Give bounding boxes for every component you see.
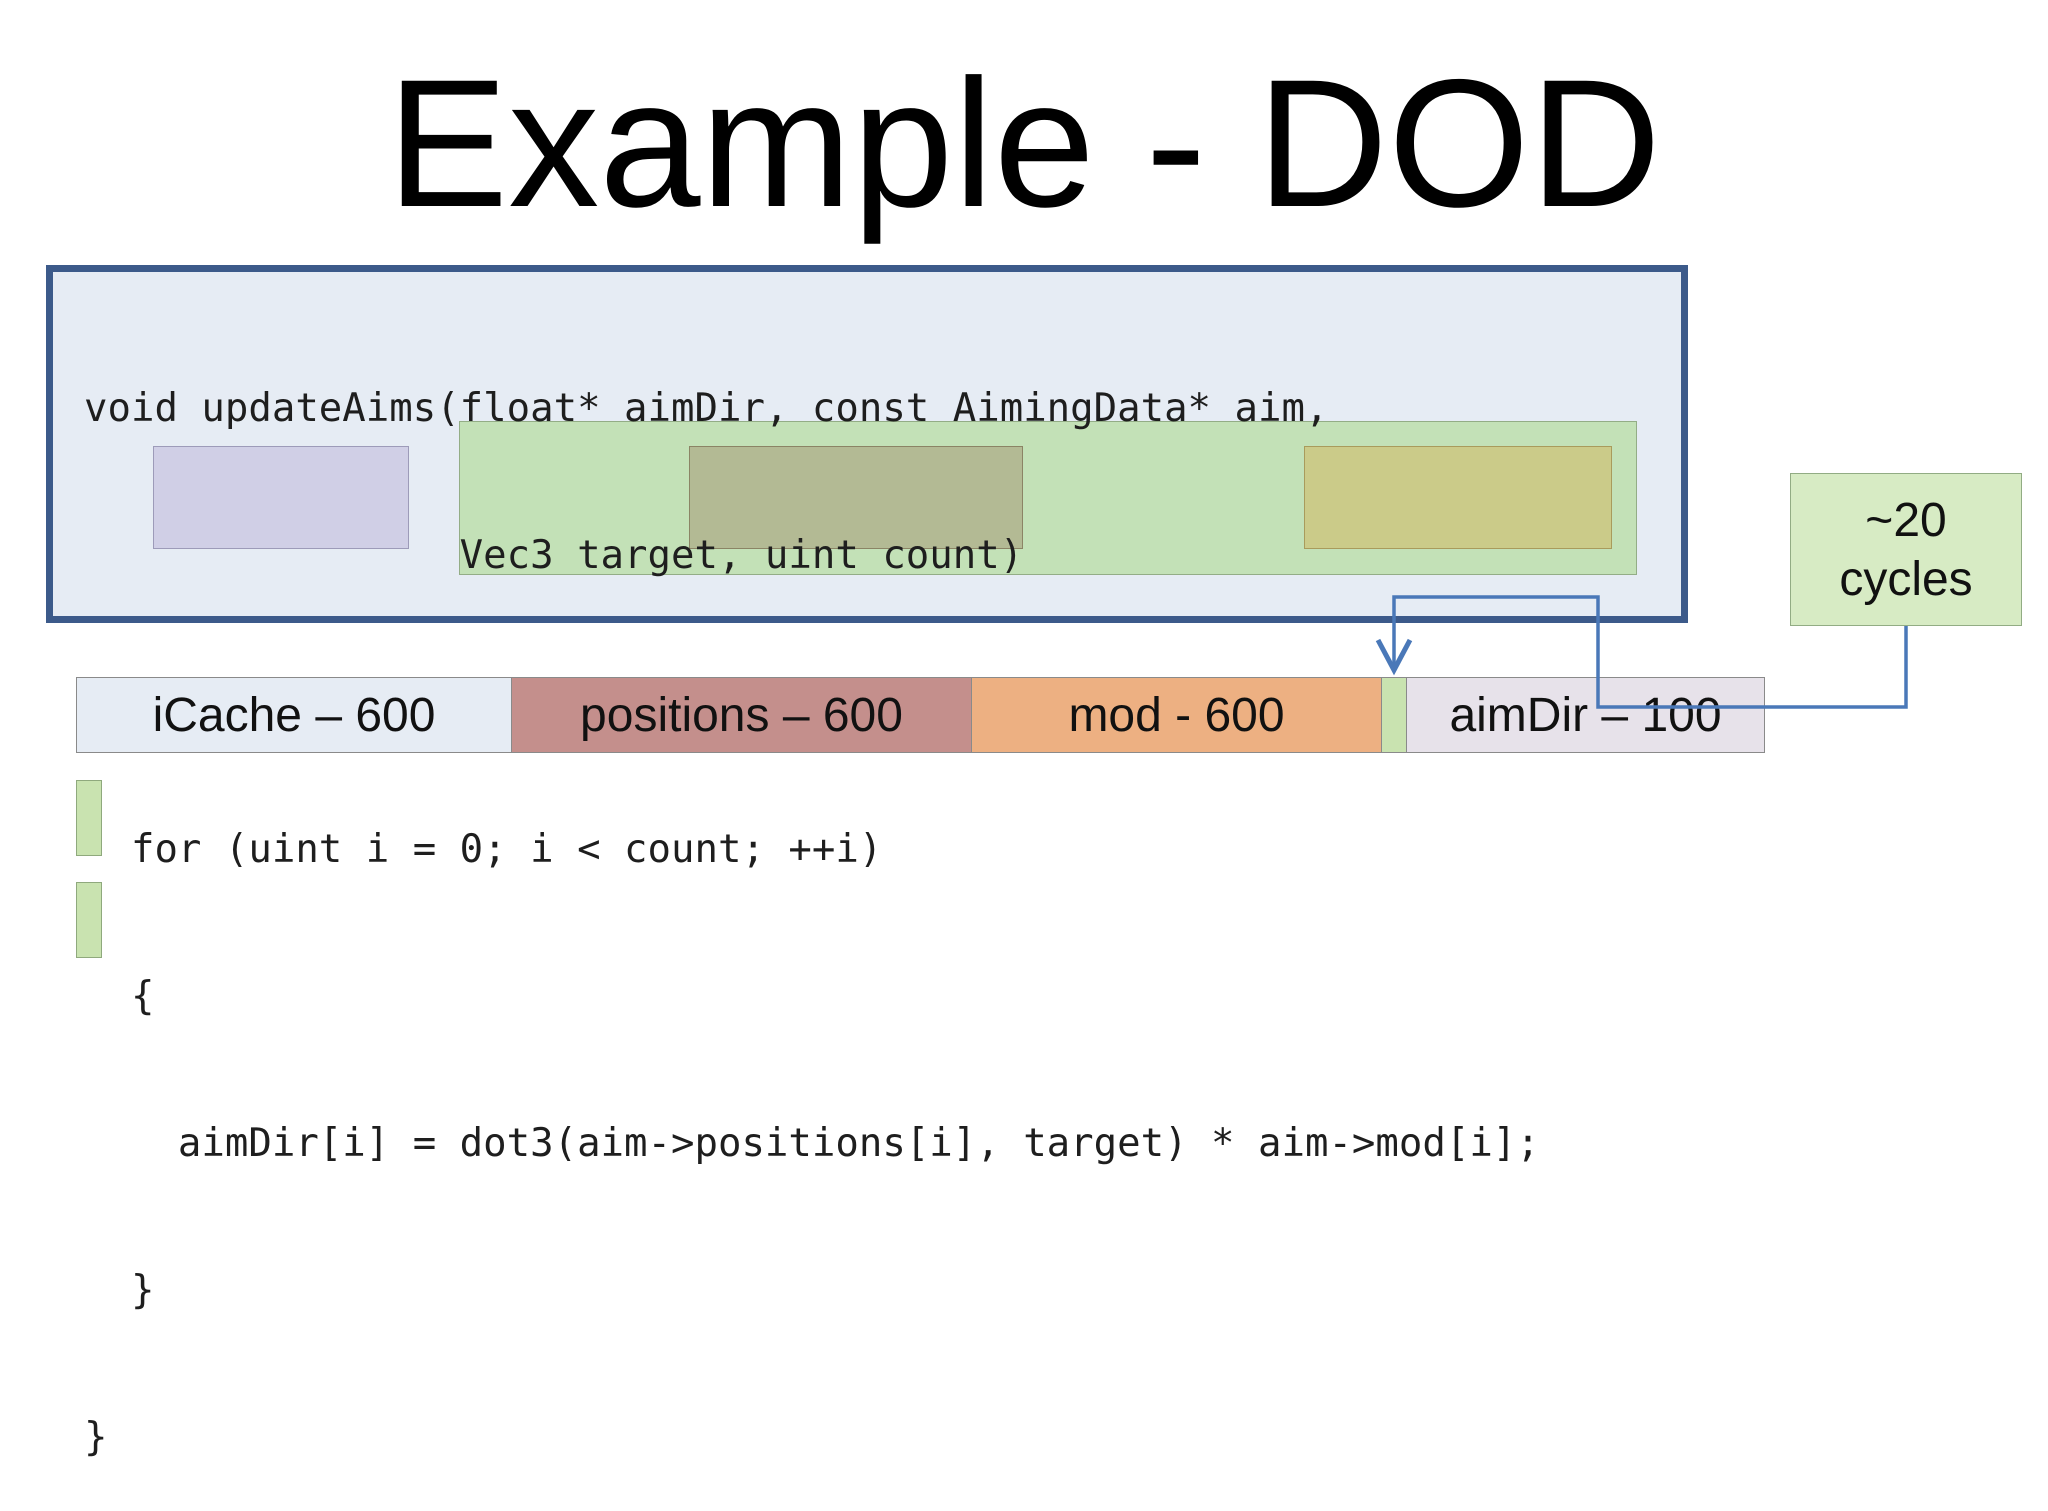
cycles-callout: ~20 cycles xyxy=(1790,473,2022,626)
arrow-connector xyxy=(1392,595,1908,709)
cache-segment-aimdir: aimDir – 100 xyxy=(1406,677,1765,753)
code-line: for (uint i = 0; i < count; ++i) xyxy=(84,827,883,872)
slide-title: Example - DOD xyxy=(386,41,1662,245)
segment-label: aimDir – 100 xyxy=(1449,688,1722,742)
connector-arrows xyxy=(1375,595,1908,709)
cache-segment-positions: positions – 600 xyxy=(511,677,972,753)
progress-block xyxy=(76,882,102,958)
highlight-loop-counter xyxy=(153,446,409,549)
segment-label: iCache – 600 xyxy=(152,688,436,742)
highlight-mod-access xyxy=(1304,446,1612,549)
segment-label: positions – 600 xyxy=(580,688,903,742)
code-line: Vec3 target, uint count) xyxy=(84,533,1024,578)
progress-block xyxy=(76,780,102,856)
code-line: void updateAims(float* aimDir, const Aim… xyxy=(84,386,1329,431)
cache-segment-icache: iCache – 600 xyxy=(76,677,512,753)
code-line: } xyxy=(84,1415,108,1460)
code-line: } xyxy=(84,1268,155,1313)
callout-value: ~20 xyxy=(1865,493,1947,547)
highlight-positions-access xyxy=(689,446,1023,549)
cache-segment-current xyxy=(1381,677,1407,753)
arrow-head-icon xyxy=(1375,638,1413,676)
segment-label: mod - 600 xyxy=(1068,688,1285,742)
callout-unit: cycles xyxy=(1839,552,1973,606)
code-line: { xyxy=(84,974,155,1019)
cache-segment-mod: mod - 600 xyxy=(971,677,1382,753)
